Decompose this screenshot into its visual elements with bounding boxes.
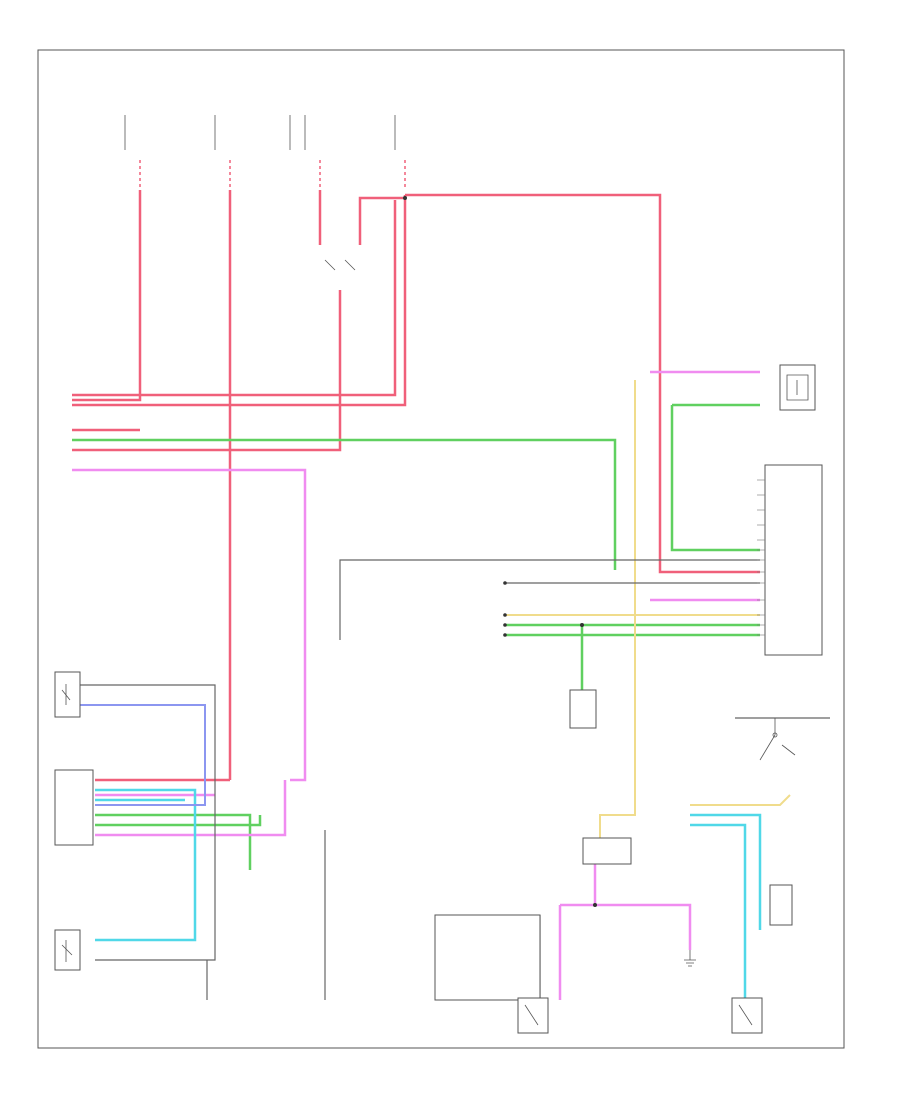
red-wire-5 xyxy=(358,196,405,245)
component-symbols xyxy=(61,374,809,1026)
fuel-tank-sender-box xyxy=(54,671,81,718)
cyan-wire-group xyxy=(95,788,762,1000)
ground-symbol-icon xyxy=(684,950,696,967)
junction-dot xyxy=(503,633,507,637)
red-wire-1 xyxy=(72,190,142,402)
trans-switch-symbol-icon xyxy=(738,1004,753,1026)
red-wire-2 xyxy=(72,200,397,397)
pink-wire-5 xyxy=(95,780,287,837)
green-wire-8 xyxy=(95,815,262,827)
junction-dot xyxy=(403,196,407,200)
junction-dot xyxy=(503,623,507,627)
green-wire-group xyxy=(72,403,760,870)
blue-wire-1 xyxy=(80,704,206,806)
fuel-pump-relay-box xyxy=(54,769,94,846)
cyan-wire-3 xyxy=(690,813,762,930)
pink-wire-6 xyxy=(560,903,692,950)
red-wire-4 xyxy=(405,193,760,574)
junction-dot xyxy=(503,581,507,585)
fuse-mark xyxy=(344,259,356,271)
gray-wire-group xyxy=(80,559,830,1000)
brake-pedal-switch-box xyxy=(517,997,549,1034)
red-wire-3 xyxy=(72,195,407,407)
cyan-wire-4 xyxy=(690,823,747,1000)
ignition-switch-symbol-icon xyxy=(759,718,796,761)
red-wire-group xyxy=(72,190,760,782)
junction-dot xyxy=(593,903,597,907)
yellow-wire-2 xyxy=(599,380,636,840)
combination-switch-box xyxy=(582,837,632,865)
red-wire-stubs xyxy=(139,160,406,190)
green-wire-7 xyxy=(95,813,252,870)
diagram-border xyxy=(37,49,845,1049)
brake-switch-symbol-icon xyxy=(524,1004,539,1026)
pink-wire-group xyxy=(72,370,760,1000)
components xyxy=(54,364,823,1034)
junction-dots xyxy=(403,196,597,907)
accelerator-sensor-box xyxy=(769,884,793,926)
yellow-wire-group xyxy=(505,380,791,840)
sender-symbol-icon xyxy=(61,684,71,705)
vehicle-speed-sensor-box xyxy=(779,364,816,411)
junction-dot xyxy=(580,623,584,627)
yellow-wire-3 xyxy=(690,794,791,806)
red-wire-8 xyxy=(72,290,342,452)
cruise-control-module-box xyxy=(764,464,823,656)
blue-wire-group xyxy=(80,704,206,806)
gray-wire-1 xyxy=(339,559,760,640)
cyan-wire-1 xyxy=(95,788,197,942)
ground-box-left xyxy=(434,914,541,1001)
sensor-coil-icon xyxy=(786,374,809,401)
gray-wire-3 xyxy=(80,684,216,961)
fuse-marks xyxy=(124,115,396,271)
ignition-pivot-icon xyxy=(772,732,778,738)
pink-wire-1 xyxy=(72,468,307,782)
fuse-mark xyxy=(324,259,336,271)
green-wire-3 xyxy=(670,405,760,552)
green-wire-1 xyxy=(72,438,617,570)
trans-range-switch-box xyxy=(731,997,763,1034)
switch-symbol-icon xyxy=(61,940,73,962)
module-pins xyxy=(757,479,765,636)
junction-dot xyxy=(503,613,507,617)
relay-center-box xyxy=(569,689,597,729)
